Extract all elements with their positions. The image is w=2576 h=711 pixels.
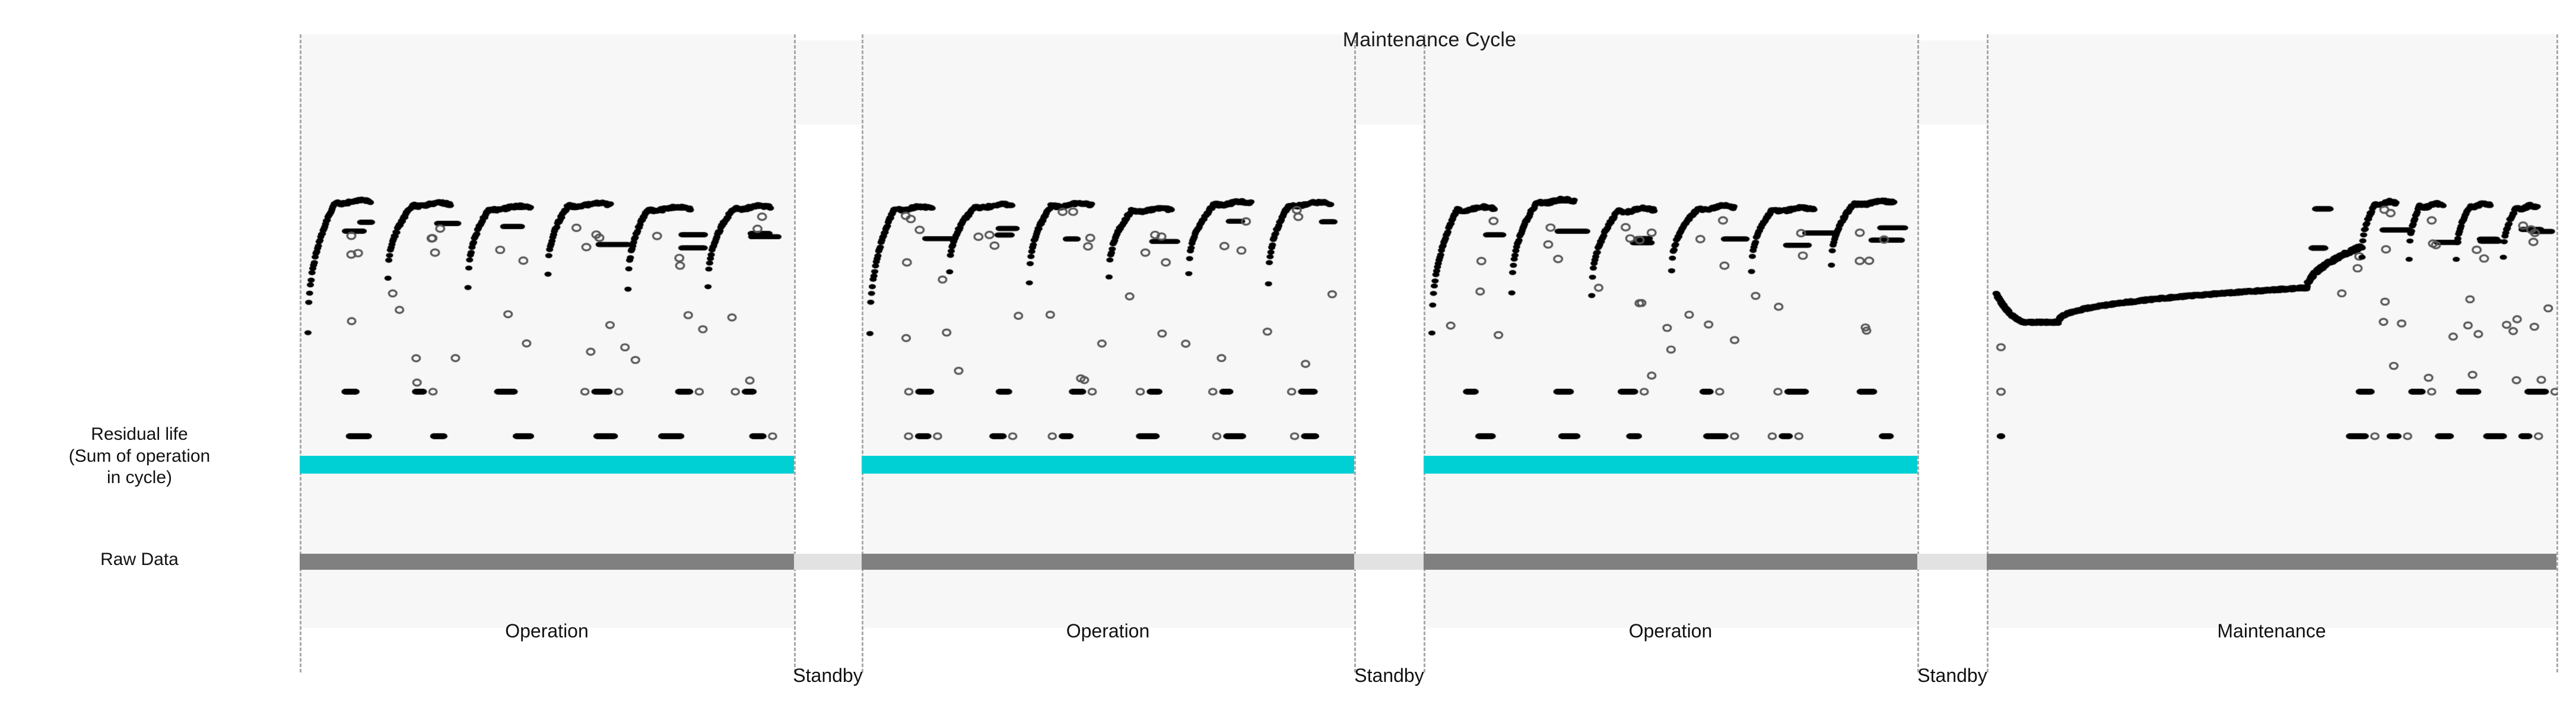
phase-caption-operation-1: Operation xyxy=(505,620,589,642)
phase-separator-5 xyxy=(1917,34,1919,672)
phase-separator-3 xyxy=(1354,34,1356,672)
raw-data-bar-standby-2 xyxy=(1354,554,1424,570)
phase-caption-standby-1: Standby xyxy=(793,665,863,686)
raw-data-bar-2 xyxy=(862,554,1354,570)
phase-caption-operation-2: Operation xyxy=(1066,620,1150,642)
raw-data-bar-standby-1 xyxy=(794,554,862,570)
residual-life-bar-3 xyxy=(1424,456,1917,474)
title-background-band xyxy=(300,40,2556,125)
phase-caption-standby-3: Standby xyxy=(1917,665,1987,686)
raw-data-row-label: Raw Data xyxy=(100,550,179,569)
chart-title: Maintenance Cycle xyxy=(1342,28,1517,51)
residual-life-bar-1 xyxy=(300,456,794,474)
phase-separator-6 xyxy=(1987,34,1989,672)
phase-separator-0 xyxy=(300,34,301,672)
phase-separator-4 xyxy=(1424,34,1425,672)
raw-data-bar-3 xyxy=(1424,554,1917,570)
raw-data-bar-standby-3 xyxy=(1917,554,1987,570)
residual-life-row-label: Residual life (Sum of operation in cycle… xyxy=(68,424,211,488)
residual-life-bar-2 xyxy=(862,456,1354,474)
phase-separator-2 xyxy=(862,34,863,672)
phase-caption-maintenance-1: Maintenance xyxy=(2217,620,2326,642)
phase-separator-7 xyxy=(2556,34,2558,672)
raw-data-bar-1 xyxy=(300,554,794,570)
phase-caption-standby-2: Standby xyxy=(1354,665,1424,686)
raw-data-bar-4 xyxy=(1987,554,2556,570)
phase-separator-1 xyxy=(794,34,796,672)
phase-caption-operation-3: Operation xyxy=(1628,620,1713,642)
